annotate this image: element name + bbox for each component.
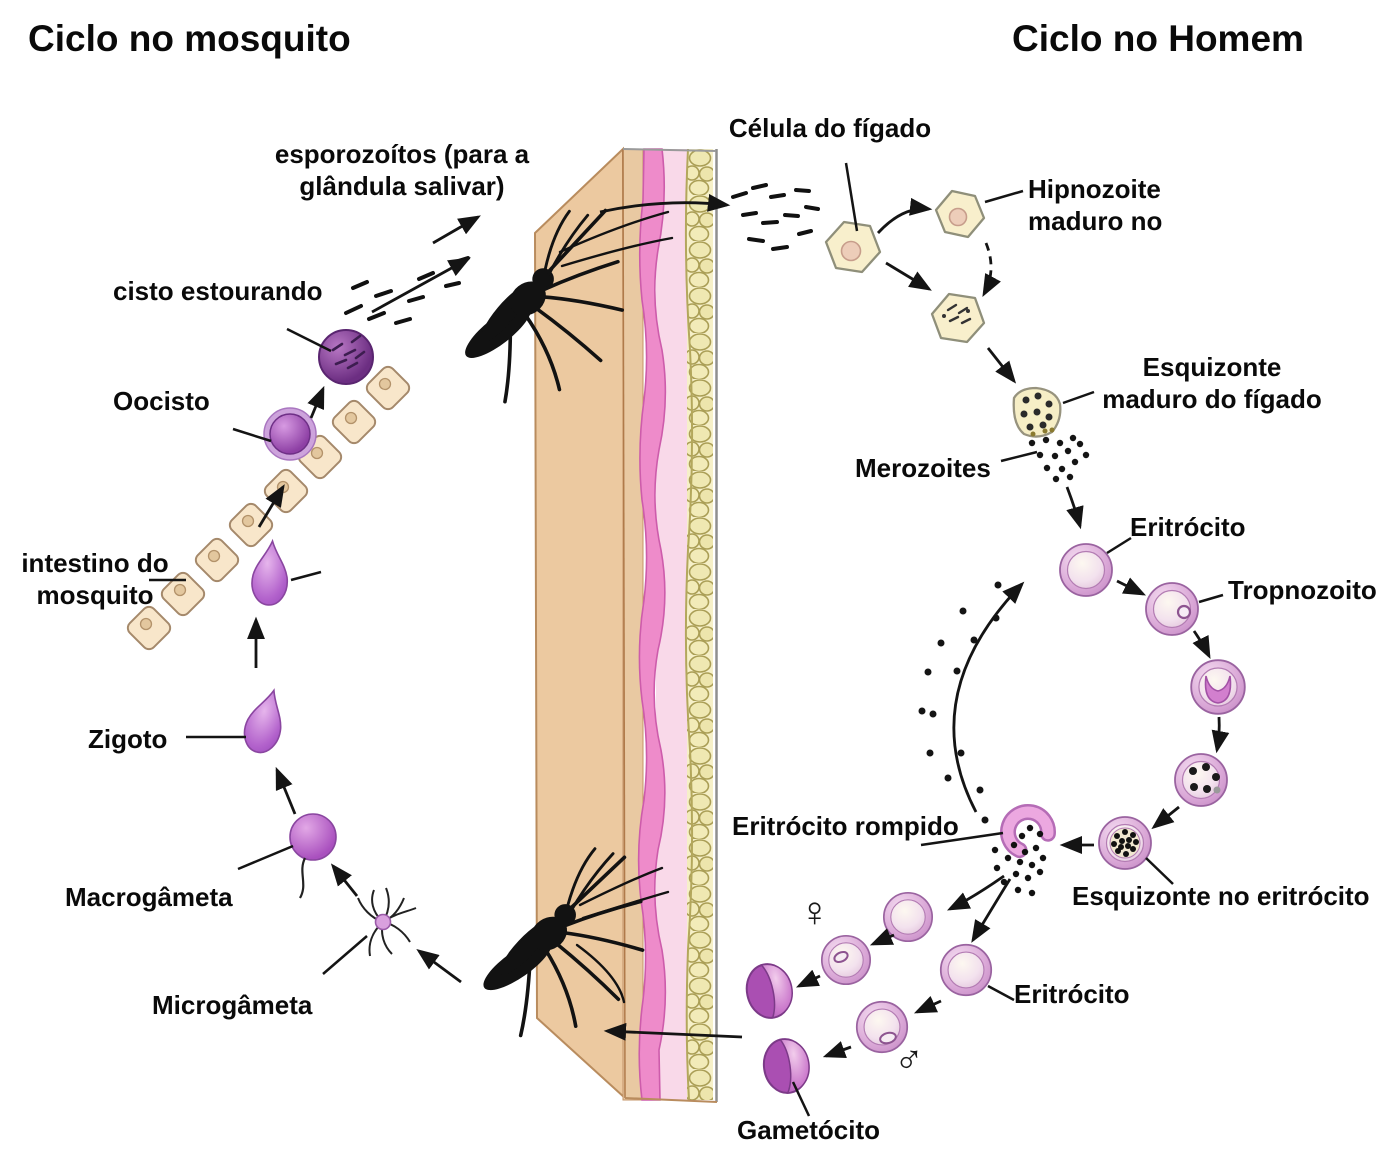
- mosquito-bottom-antennae: [575, 866, 670, 1004]
- microgamete-cell: [357, 887, 417, 957]
- label-bursting-cyst: cisto estourando: [113, 276, 323, 306]
- label-sporozoites-line2: glândula salivar): [299, 170, 505, 201]
- label-ruptured-erythrocyte: Eritrócito rompido: [732, 811, 959, 841]
- label-mosquito-gut-line1: intestino do: [21, 548, 169, 578]
- developing-schizont-cell: [1174, 753, 1228, 807]
- sporozoites-entering-human: [731, 183, 820, 251]
- label-mosquito-gut: intestino do mosquito: [21, 548, 168, 611]
- sporozoites-to-salivary-gland: [344, 256, 470, 325]
- macrogamete-cell: [289, 813, 337, 899]
- trophozoite-cell: [1145, 582, 1199, 636]
- oocyst-cell: [263, 407, 317, 461]
- label-erythrocyte-top: Eritrócito: [1130, 512, 1246, 542]
- ruptured-erythrocyte-cell: [991, 804, 1056, 897]
- erythrocyte-top-cell: [1059, 543, 1113, 597]
- male-symbol: ♂: [894, 1038, 924, 1082]
- merozoite-recycle-arc: [918, 581, 1025, 824]
- label-pointer-lines: [149, 162, 1224, 1117]
- schizont-in-erythrocyte-cell: [1098, 816, 1152, 870]
- zygote-cell: [243, 688, 282, 754]
- amoeboid-trophozoite-cell: [1190, 659, 1246, 715]
- label-schizont-in-erythrocyte: Esquizonte no eritrócito: [1072, 881, 1370, 911]
- label-sporozoites-line1: esporozoítos (para a: [274, 139, 530, 169]
- label-hypnozoite-line2: maduro no: [1028, 205, 1163, 236]
- label-mature-liver-schizont-line1: Esquizonte: [1142, 352, 1282, 382]
- label-hypnozoite-line1: Hipnozoite: [1028, 174, 1161, 204]
- infected-female-cell: [820, 934, 872, 986]
- flow-arrows: [247, 193, 1230, 1058]
- label-erythrocyte-bottom: Eritrócito: [1014, 979, 1130, 1009]
- mosquito-gut-wall: [126, 365, 411, 651]
- label-merozoites: Merozoites: [855, 453, 991, 483]
- erythrocyte-female-cell: [882, 891, 934, 943]
- hypnozoite-cell: [934, 189, 986, 239]
- infected-male-cell: [855, 1000, 909, 1054]
- mosquito-top-antennae: [558, 210, 674, 268]
- female-symbol: ♀: [799, 888, 831, 935]
- merozoite-dots-liver: [1028, 434, 1090, 483]
- label-liver-cell: Célula do fígado: [728, 113, 932, 143]
- label-zygote: Zigoto: [88, 724, 168, 754]
- title-human-cycle: Ciclo no Homem: [1012, 18, 1304, 59]
- ookinete-cell: [251, 538, 289, 606]
- label-oocyst: Oocisto: [113, 386, 210, 416]
- label-hypnozoite: Hipnozoite maduro no: [1028, 174, 1162, 237]
- liver-cell-developing-schizont: [930, 292, 986, 344]
- gametocyte-female-cell: [745, 963, 793, 1019]
- liver-cell-infected: [824, 220, 882, 274]
- skin-barrier: [533, 146, 718, 1103]
- title-mosquito-cycle: Ciclo no mosquito: [28, 18, 351, 59]
- gametocyte-male-cell: [762, 1038, 810, 1094]
- mature-liver-schizont-cell: [1012, 386, 1062, 438]
- label-mature-liver-schizont: Esquizonte maduro do fígado: [1102, 352, 1322, 415]
- bursting-cyst-cell: [318, 329, 374, 385]
- label-mature-liver-schizont-line2: maduro do fígado: [1102, 383, 1322, 414]
- label-microgamete: Microgâmeta: [152, 990, 313, 1020]
- label-sporozoites: esporozoítos (para a glândula salivar): [275, 139, 529, 202]
- label-mosquito-gut-line2: mosquito: [36, 579, 154, 610]
- label-trophozoite: Tropnozoito: [1228, 575, 1377, 605]
- label-macrogamete: Macrogâmeta: [65, 882, 233, 912]
- mosquito-top: [465, 208, 625, 404]
- erythrocyte-male-cell: [939, 943, 993, 997]
- label-gametocyte: Gametócito: [737, 1115, 881, 1145]
